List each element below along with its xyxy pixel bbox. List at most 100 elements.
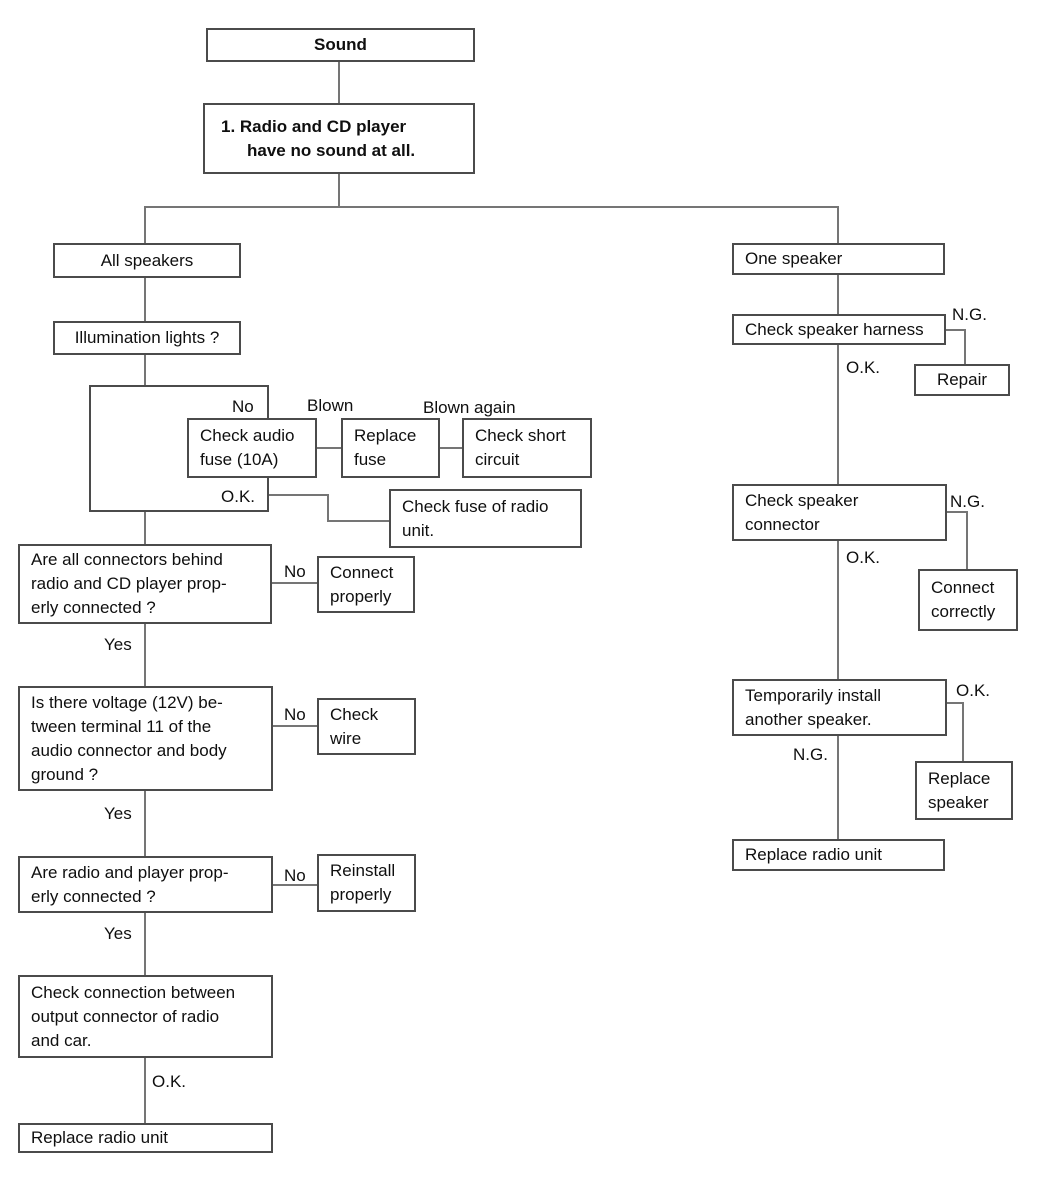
connector-wire	[272, 884, 318, 886]
edge-label-ok-connector: O.K.	[846, 548, 881, 567]
node-connectors-question: Are all connectors behind radio and CD pl…	[18, 544, 272, 624]
connector-wire	[837, 735, 839, 840]
node-repair-text: Repair	[936, 370, 988, 389]
node-voltage-question: Is there voltage (12V) be-tween terminal…	[18, 686, 273, 791]
node-check-speaker-connector-text: connector	[745, 514, 820, 534]
node-check-speaker-harness-text: Check speaker harness	[745, 319, 924, 339]
node-voltage-question-text: Is there voltage (12V) be-	[31, 692, 223, 712]
connector-wire	[964, 329, 966, 365]
node-one-speaker-text: One speaker	[745, 249, 843, 268]
node-reinstall-properly: Reinstall properly	[317, 854, 416, 912]
connector-wire	[338, 174, 340, 208]
edge-label-no-voltage: No	[284, 705, 306, 724]
node-replace-speaker-text: speaker	[928, 792, 989, 812]
node-check-connection-text: output connector of radio	[31, 1006, 220, 1026]
node-illumination-lights: Illumination lights ?	[53, 321, 241, 355]
node-check-wire-text: wire	[330, 728, 362, 748]
connector-wire	[946, 511, 968, 513]
node-all-speakers-text: All speakers	[100, 250, 194, 270]
node-problem-1-text: have no sound at all.	[247, 140, 416, 160]
node-replace-speaker: Replace speaker	[915, 761, 1013, 820]
node-check-short-circuit: Check short circuit	[462, 418, 592, 478]
connector-wire	[316, 447, 342, 449]
node-voltage-question-text: audio connector and body	[31, 740, 227, 760]
node-all-speakers: All speakers	[53, 243, 241, 278]
node-replace-speaker-text: Replace	[928, 768, 991, 788]
edge-label-ok-connection: O.K.	[152, 1072, 187, 1091]
connector-wire	[837, 275, 839, 315]
connector-wire	[837, 540, 839, 680]
node-replace-fuse-text: Replace	[354, 426, 417, 445]
connector-wire	[271, 582, 318, 584]
node-check-connection-text: and car.	[31, 1030, 92, 1050]
node-sound-text: Sound	[314, 35, 367, 54]
node-replace-radio-unit-left: Replace radio unit	[18, 1123, 273, 1153]
connector-wire	[144, 278, 146, 322]
node-check-audio-fuse-text: Check audio	[200, 426, 295, 445]
node-voltage-question-text: ground ?	[31, 764, 99, 784]
edge-label-ok-fuse: O.K.	[221, 487, 256, 506]
edge-label-blown: Blown	[307, 396, 354, 415]
node-illumination-lights-text: Illumination lights ?	[74, 328, 220, 347]
node-temporarily-install-speaker: Temporarily install another speaker.	[732, 679, 947, 736]
node-temporarily-install-speaker-text: another speaker.	[745, 709, 872, 729]
edge-label-no-illumination: No	[232, 397, 254, 416]
node-check-connection: Check connection between output connector…	[18, 975, 273, 1058]
node-connectors-question-text: radio and CD player prop-	[31, 574, 227, 593]
node-reinstall-properly-text: properly	[330, 885, 392, 904]
node-replace-radio-unit-right: Replace radio unit	[732, 839, 945, 871]
node-replace-radio-unit-right-text: Replace radio unit	[745, 845, 883, 864]
node-check-short-circuit-text: Check short	[475, 426, 566, 445]
connector-wire	[144, 206, 146, 244]
edge-label-yes-radio-player: Yes	[104, 924, 132, 943]
connector-wire	[144, 355, 146, 386]
node-voltage-question-text: tween terminal 11 of the	[31, 716, 212, 736]
node-connectors-question-text: erly connected ?	[31, 598, 156, 617]
connector-wire	[946, 702, 964, 704]
edge-label-ok-harness: O.K.	[846, 358, 881, 377]
connector-wire	[144, 790, 146, 857]
connector-wire	[837, 206, 839, 244]
node-radio-player-question: Are radio and player prop-erly connected…	[18, 856, 273, 913]
node-radio-player-question-text: Are radio and player prop-	[31, 862, 229, 882]
connector-wire	[962, 702, 964, 762]
connector-wire	[338, 62, 340, 104]
connector-wire	[144, 206, 839, 208]
edge-label-yes-voltage: Yes	[104, 804, 132, 823]
connector-wire	[439, 447, 463, 449]
connector-wire	[144, 511, 146, 545]
node-radio-player-question-text: erly connected ?	[31, 886, 156, 906]
connector-wire	[966, 511, 968, 570]
node-connect-properly-text: Connect	[330, 562, 394, 582]
node-check-short-circuit-text: circuit	[475, 450, 520, 469]
connector-wire	[837, 344, 839, 485]
edge-label-ng-connector: N.G.	[950, 492, 985, 511]
node-reinstall-properly-text: Reinstall	[330, 861, 396, 880]
node-problem-1-text: 1. Radio and CD player	[221, 116, 407, 136]
node-connectors-question-text: Are all connectors behind	[31, 550, 223, 569]
connector-wire	[945, 329, 966, 331]
node-connect-correctly-text: Connect	[931, 578, 995, 597]
connector-wire	[327, 520, 390, 522]
node-temporarily-install-speaker-text: Temporarily install	[745, 685, 882, 705]
node-check-wire-text: Check	[330, 704, 379, 724]
connector-wire	[144, 1057, 146, 1124]
edge-label-no-connectors: No	[284, 562, 306, 581]
connector-wire	[268, 494, 329, 496]
node-check-connection-text: Check connection between	[31, 982, 236, 1002]
node-problem-1: 1. Radio and CD player have no sound at a…	[203, 103, 475, 174]
connector-wire	[144, 912, 146, 976]
node-replace-fuse-text: fuse	[354, 450, 387, 469]
edge-label-blown-again: Blown again	[423, 398, 516, 417]
connector-wire	[327, 494, 329, 522]
node-check-speaker-harness: Check speaker harness	[732, 314, 946, 345]
node-one-speaker: One speaker	[732, 243, 945, 275]
node-repair: Repair	[914, 364, 1010, 396]
node-replace-radio-unit-left-text: Replace radio unit	[31, 1128, 169, 1147]
